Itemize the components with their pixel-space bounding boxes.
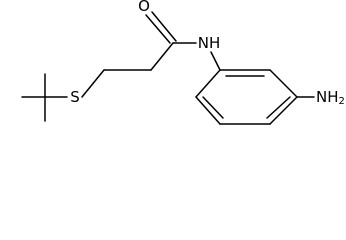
amine-label: NH2 — [316, 88, 345, 107]
amide-nitrogen-label: NH — [198, 34, 221, 52]
amine-subscript-text: 2 — [339, 96, 345, 107]
bond-carbonyl-oxygen-b — [151, 11, 177, 42]
ring-bond-3 — [269, 96, 298, 125]
bond-carbonyl-oxygen-a — [145, 14, 171, 44]
bond-amide-n-ring — [210, 51, 221, 71]
ring-double-bond-right — [266, 96, 291, 119]
amine-nitrogen-hydrogen-text: NH — [316, 88, 339, 106]
molecule-structure-diagram: O NH S NH2 — [21, 0, 345, 125]
ring-bond-6 — [195, 69, 221, 98]
ring-double-bond-left — [202, 96, 224, 119]
sulfur-label: S — [70, 88, 80, 106]
bond-sulfur-ch2 — [81, 69, 105, 98]
oxygen-label: O — [138, 0, 150, 15]
ring-bond-2 — [269, 69, 298, 98]
ring-bond-5 — [195, 96, 221, 125]
bond-ch2-carbonyl — [150, 42, 174, 71]
